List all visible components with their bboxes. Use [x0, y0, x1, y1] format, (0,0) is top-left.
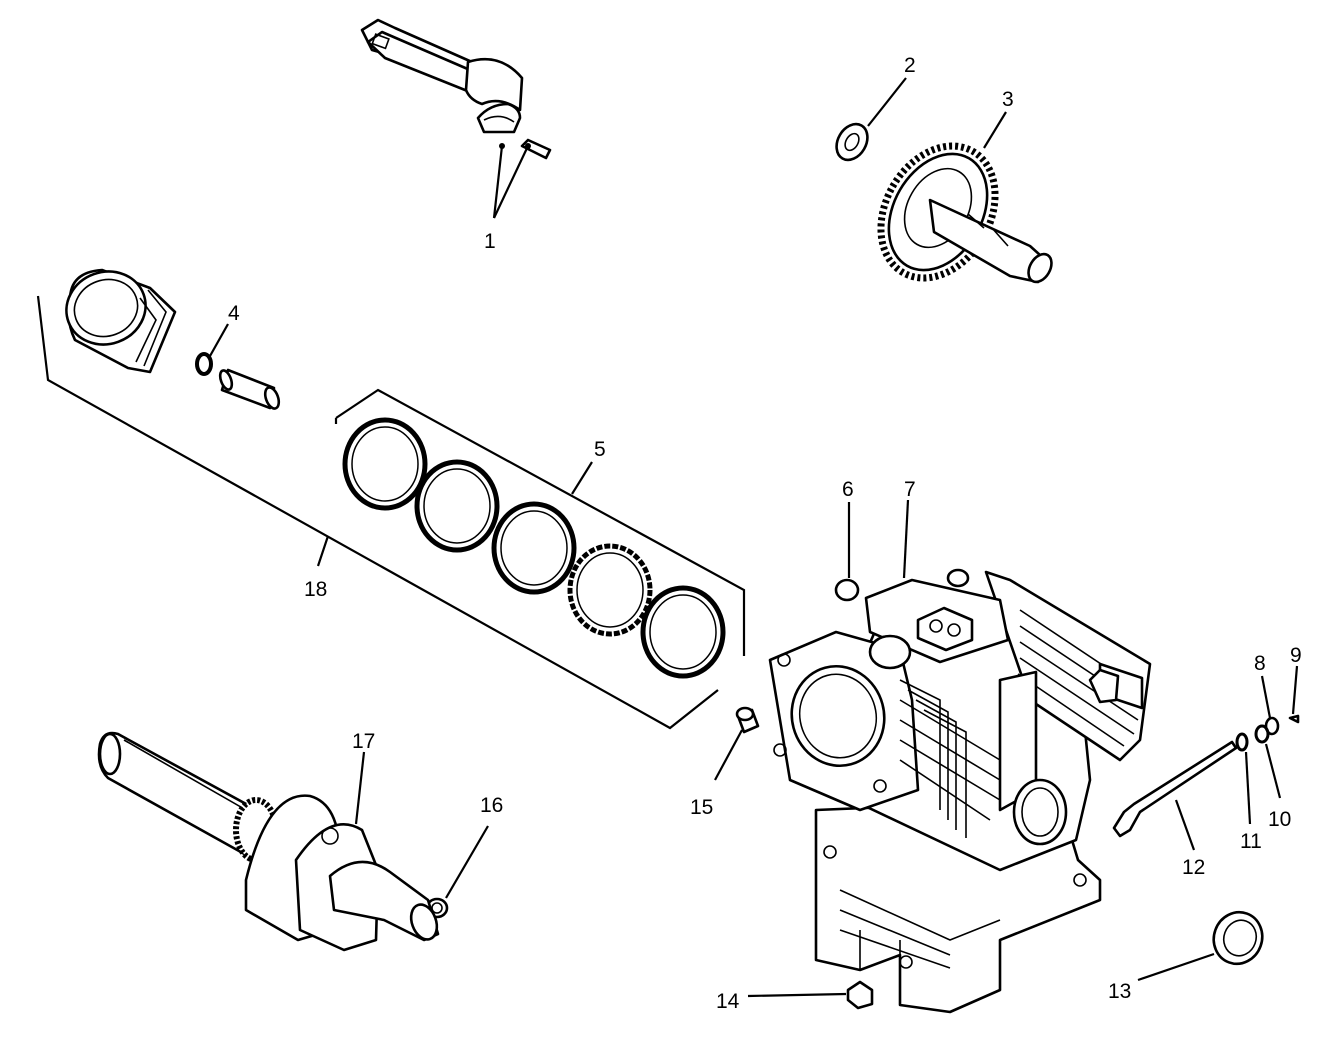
piston	[65, 268, 177, 374]
drain-plug	[846, 980, 874, 1010]
callout-12: 12	[1182, 856, 1205, 879]
connecting-rod	[360, 18, 552, 160]
callout-15: 15	[690, 796, 713, 819]
oil-seal	[1212, 910, 1264, 966]
crankcase	[768, 568, 1152, 1014]
piston-pin	[218, 368, 281, 410]
camshaft-washer	[835, 122, 869, 162]
callout-14: 14	[716, 990, 740, 1013]
callout-16: 16	[480, 794, 503, 817]
ring-set-bracket	[334, 388, 746, 656]
callout-1: 1	[484, 230, 496, 253]
camshaft-gear	[877, 142, 1053, 284]
crankshaft	[97, 731, 440, 952]
piston-assembly-bracket	[36, 295, 719, 730]
piston-rings	[342, 417, 726, 679]
leader-lines	[209, 77, 1299, 998]
callout-labels: 1 2 3 4 5 6 7 8 9 10 11 12 13 14 15 16 1…	[228, 54, 1302, 1013]
small-washers	[1235, 714, 1300, 752]
callout-5: 5	[594, 438, 606, 461]
callout-4: 4	[228, 302, 240, 325]
callout-9: 9	[1290, 644, 1302, 667]
callout-13: 13	[1108, 980, 1131, 1003]
dowel-pin	[735, 706, 760, 734]
callout-7: 7	[904, 478, 916, 501]
cylinder-plug	[834, 578, 860, 602]
callout-10: 10	[1268, 808, 1291, 831]
callout-11: 11	[1240, 830, 1262, 853]
callout-17: 17	[352, 730, 375, 753]
callout-8: 8	[1254, 652, 1266, 675]
callout-6: 6	[842, 478, 854, 501]
callout-3: 3	[1002, 88, 1014, 111]
callout-2: 2	[904, 54, 916, 77]
pin-retainer	[195, 352, 213, 376]
callout-18: 18	[304, 578, 327, 601]
oil-pickup-rod	[1112, 740, 1238, 838]
